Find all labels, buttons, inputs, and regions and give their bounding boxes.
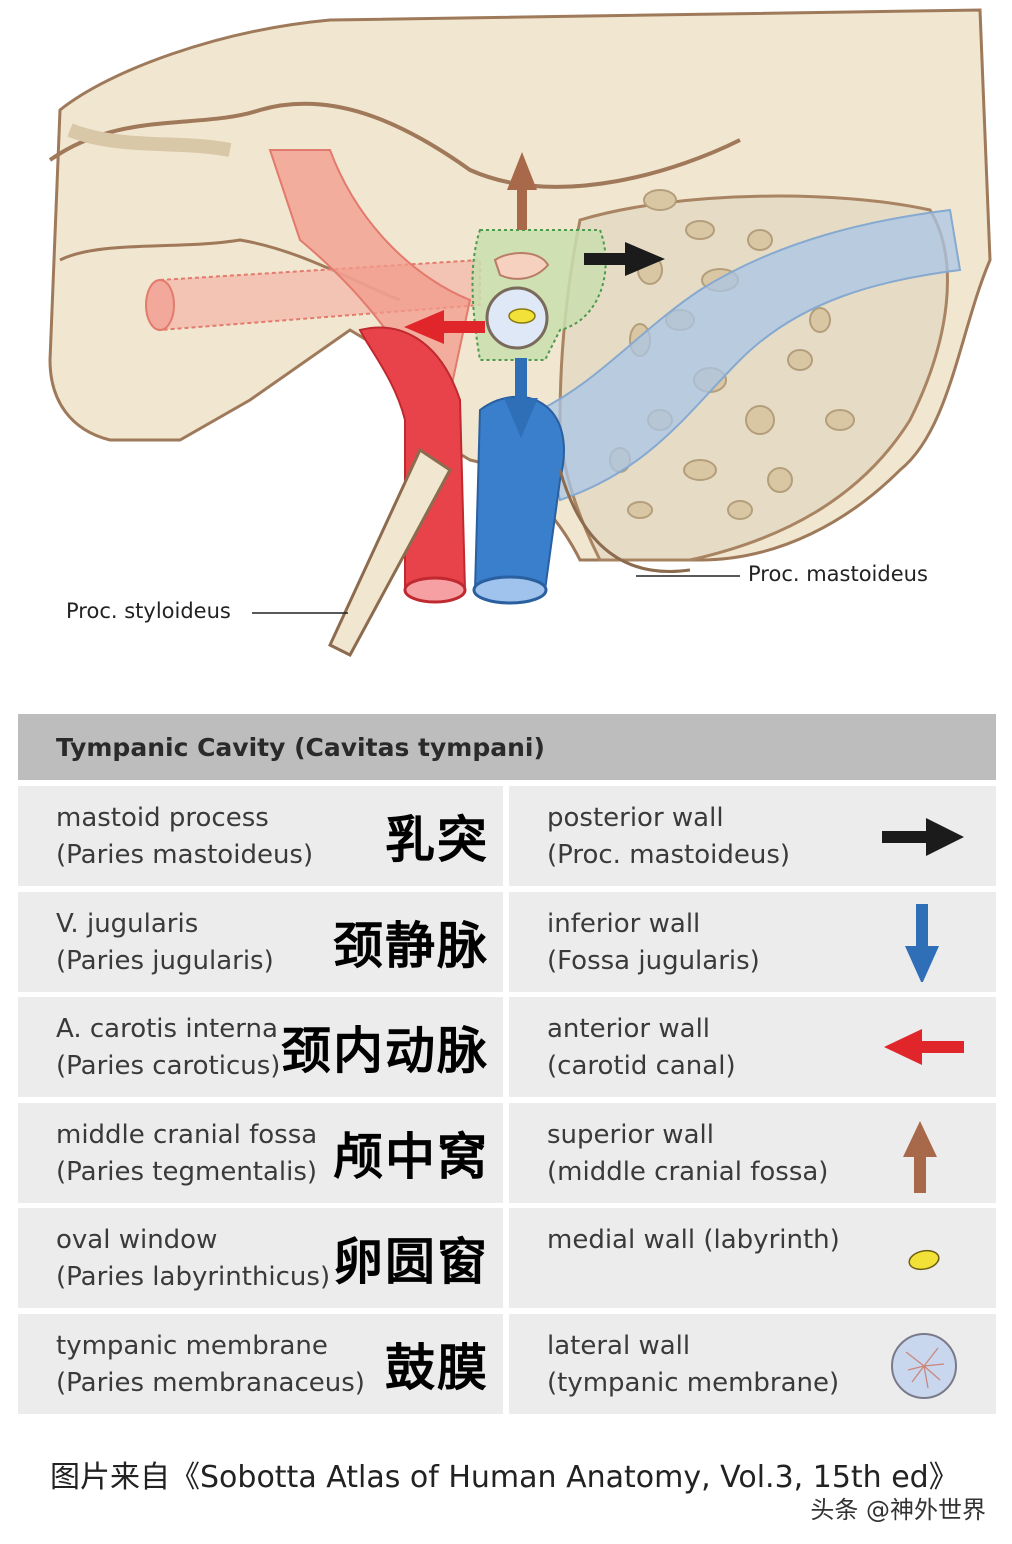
tympanic-cavity-table: Tympanic Cavity (Cavitas tympani) mastoi… — [18, 714, 996, 1420]
left-cell: mastoid process (Paries mastoideus) 乳突 — [18, 786, 503, 886]
left-english-line-2: (Paries caroticus) — [56, 1051, 281, 1082]
left-cell: V. jugularis (Paries jugularis) 颈静脉 — [18, 891, 503, 992]
right-english-line-1: anterior wall — [547, 1014, 711, 1045]
left-english-label: V. jugularis (Paries jugularis) — [56, 906, 274, 980]
left-cell: A. carotis interna (Paries caroticus) 颈内… — [18, 997, 503, 1098]
right-english-label: superior wall (middle cranial fossa) — [547, 1117, 828, 1191]
table-row: mastoid process (Paries mastoideus) 乳突 p… — [18, 786, 996, 886]
black-arrow-right-icon — [878, 796, 968, 876]
inferior-arrow — [504, 358, 538, 438]
mastoid-callout: Proc. mastoideus — [748, 562, 928, 586]
right-english-line-2: (Fossa jugularis) — [547, 945, 760, 976]
left-english-line-1: tympanic membrane — [56, 1330, 328, 1361]
left-chinese-label: 乳突 — [385, 811, 489, 869]
table-title: Tympanic Cavity (Cavitas tympani) — [18, 714, 996, 780]
right-english-line-2: (middle cranial fossa) — [547, 1156, 829, 1187]
left-chinese-label: 卵圆窗 — [333, 1233, 489, 1292]
left-english-line-2: (Paries tegmentalis) — [56, 1156, 318, 1187]
right-english-label: inferior wall (Fossa jugularis) — [547, 906, 760, 980]
left-english-label: tympanic membrane (Paries membranaceus) — [56, 1328, 365, 1402]
internal-jugular-vein — [473, 395, 565, 591]
right-english-label: anterior wall (carotid canal) — [547, 1011, 736, 1085]
tympanic-membrane-icon — [878, 1324, 968, 1404]
right-english-line-1: medial wall (labyrinth) — [547, 1225, 840, 1256]
styloid-process — [328, 447, 452, 657]
left-chinese-label: 颈静脉 — [333, 916, 489, 975]
left-english-line-1: A. carotis interna — [56, 1014, 278, 1045]
left-chinese-label: 鼓膜 — [385, 1338, 489, 1397]
red-arrow-left-icon — [878, 1007, 968, 1087]
left-english-label: oval window (Paries labyrinthicus) — [56, 1222, 330, 1296]
superior-arrow — [507, 152, 537, 230]
left-english-line-1: middle cranial fossa — [56, 1119, 318, 1150]
right-english-line-1: superior wall — [547, 1119, 714, 1150]
left-chinese-label: 颅中窝 — [333, 1127, 489, 1186]
table-row: tympanic membrane (Paries membranaceus) … — [18, 1313, 996, 1414]
oval-window-illustration — [508, 308, 536, 324]
right-english-line-1: inferior wall — [547, 908, 701, 939]
right-cell: posterior wall (Proc. mastoideus) — [509, 786, 996, 886]
left-english-line-2: (Paries mastoideus) — [56, 840, 314, 870]
left-cell: tympanic membrane (Paries membranaceus) … — [18, 1313, 503, 1414]
left-cell: middle cranial fossa (Paries tegmentalis… — [18, 1102, 503, 1203]
brown-arrow-up-icon — [878, 1113, 968, 1195]
left-english-label: mastoid process (Paries mastoideus) — [56, 800, 313, 874]
sigmoid-sinus — [538, 208, 962, 502]
left-english-label: middle cranial fossa (Paries tegmentalis… — [56, 1117, 317, 1191]
right-english-line-2: (Proc. mastoideus) — [547, 840, 791, 870]
right-english-line-1: lateral wall — [547, 1330, 691, 1361]
left-cell: oval window (Paries labyrinthicus) 卵圆窗 — [18, 1208, 503, 1309]
left-chinese-label: 颈内动脉 — [281, 1022, 489, 1081]
right-english-label: medial wall (labyrinth) — [547, 1222, 840, 1259]
source-caption: 图片来自《Sobotta Atlas of Human Anatomy, Vol… — [50, 1460, 959, 1495]
blue-arrow-down-icon — [878, 902, 968, 984]
left-english-line-2: (Paries jugularis) — [56, 945, 274, 976]
styloid-callout: Proc. styloideus — [66, 599, 231, 623]
left-english-line-1: oval window — [56, 1225, 218, 1256]
right-cell: medial wall (labyrinth) — [509, 1208, 996, 1309]
table-row: A. carotis interna (Paries caroticus) 颈内… — [18, 997, 996, 1098]
right-cell: superior wall (middle cranial fossa) — [509, 1102, 996, 1203]
left-english-line-2: (Paries membranaceus) — [56, 1367, 365, 1398]
left-english-label: A. carotis interna (Paries caroticus) — [56, 1011, 280, 1085]
right-english-line-2: (tympanic membrane) — [547, 1367, 840, 1398]
left-english-line-1: V. jugularis — [56, 908, 199, 939]
right-cell: inferior wall (Fossa jugularis) — [509, 891, 996, 992]
right-english-line-2: (carotid canal) — [547, 1051, 736, 1082]
table-row: oval window (Paries labyrinthicus) 卵圆窗 m… — [18, 1208, 996, 1309]
ossicles — [493, 252, 550, 280]
right-cell: lateral wall (tympanic membrane) — [509, 1313, 996, 1414]
yellow-oval-icon — [878, 1218, 968, 1298]
anterior-arrow — [404, 310, 485, 344]
right-english-line-1: posterior wall — [547, 803, 724, 833]
posterior-arrow — [584, 242, 665, 276]
right-english-label: posterior wall (Proc. mastoideus) — [547, 800, 790, 874]
table-row: V. jugularis (Paries jugularis) 颈静脉 infe… — [18, 891, 996, 992]
right-cell: anterior wall (carotid canal) — [509, 997, 996, 1098]
watermark: 头条 @神外世界 — [810, 1496, 986, 1524]
left-english-line-1: mastoid process — [56, 803, 269, 833]
left-english-line-2: (Paries labyrinthicus) — [56, 1262, 331, 1293]
ear-anatomy-illustration — [48, 8, 992, 657]
right-english-label: lateral wall (tympanic membrane) — [547, 1328, 839, 1402]
internal-carotid-artery — [358, 326, 467, 591]
table-row: middle cranial fossa (Paries tegmentalis… — [18, 1102, 996, 1203]
